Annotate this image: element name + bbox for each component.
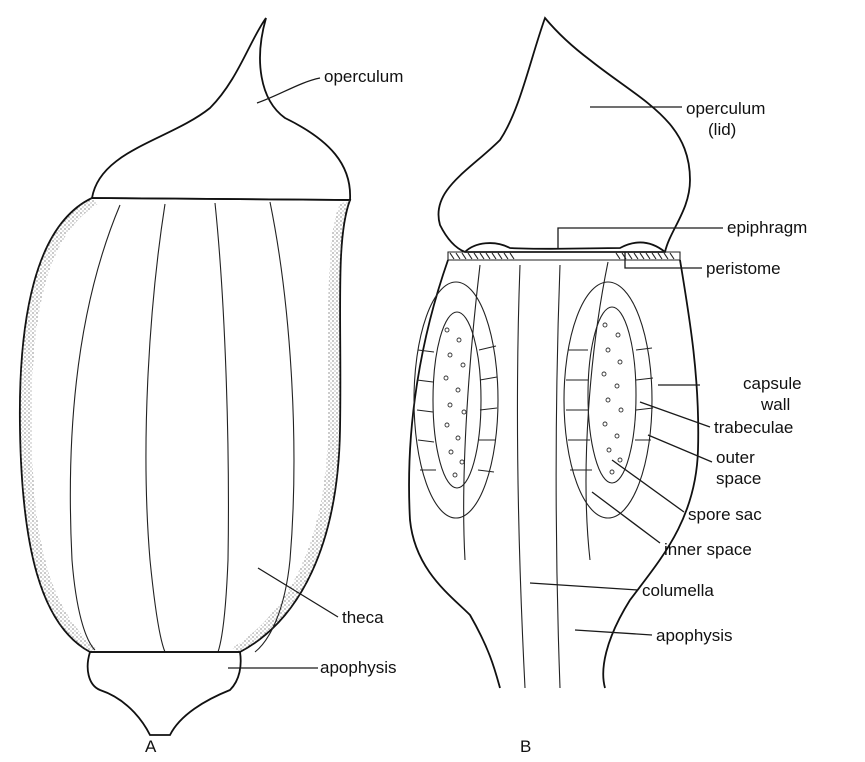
b-spore-sac-leader (612, 460, 684, 512)
b-label-apophysis: apophysis (656, 626, 733, 645)
b-epiphragm-leader (558, 228, 723, 248)
b-trabeculae-leader (640, 402, 710, 427)
b-label-columella: columella (642, 581, 714, 600)
b-label-epiphragm: epiphragm (727, 218, 807, 237)
a-label-apophysis: apophysis (320, 658, 397, 677)
figure-a: operculum theca apophysis A (20, 18, 404, 756)
b-label-operculum: operculum (686, 99, 765, 118)
b-label-operculum-lid: (lid) (708, 120, 736, 139)
b-outer-space-leader (648, 435, 712, 462)
a-label-operculum: operculum (324, 67, 403, 86)
b-peristome-shape (448, 252, 680, 260)
b-label-capsule: capsule (743, 374, 802, 393)
b-epiphragm-shape (465, 242, 665, 252)
b-label-spore-sac: spore sac (688, 505, 762, 524)
b-label-peristome: peristome (706, 259, 781, 278)
b-left-spore-sac (414, 282, 498, 518)
b-columella-shape (518, 265, 525, 688)
b-label-trabeculae: trabeculae (714, 418, 793, 437)
b-right-spore-sac (564, 282, 653, 518)
b-label-space: space (716, 469, 761, 488)
figure-b: operculum (lid) epiphragm peristome caps… (409, 18, 807, 756)
b-capsule-wall-shape (409, 260, 698, 688)
a-operculum-leader (257, 78, 320, 103)
b-columella-leader (530, 583, 638, 590)
a-label-theca: theca (342, 608, 384, 627)
figure-b-caption: B (520, 737, 531, 756)
a-apophysis-shape (88, 652, 241, 735)
b-label-outer: outer (716, 448, 755, 467)
b-operculum-shape (438, 18, 690, 252)
figure-a-caption: A (145, 737, 157, 756)
a-operculum-shape (92, 18, 350, 200)
b-label-inner-space: inner space (664, 540, 752, 559)
b-label-wall: wall (760, 395, 790, 414)
